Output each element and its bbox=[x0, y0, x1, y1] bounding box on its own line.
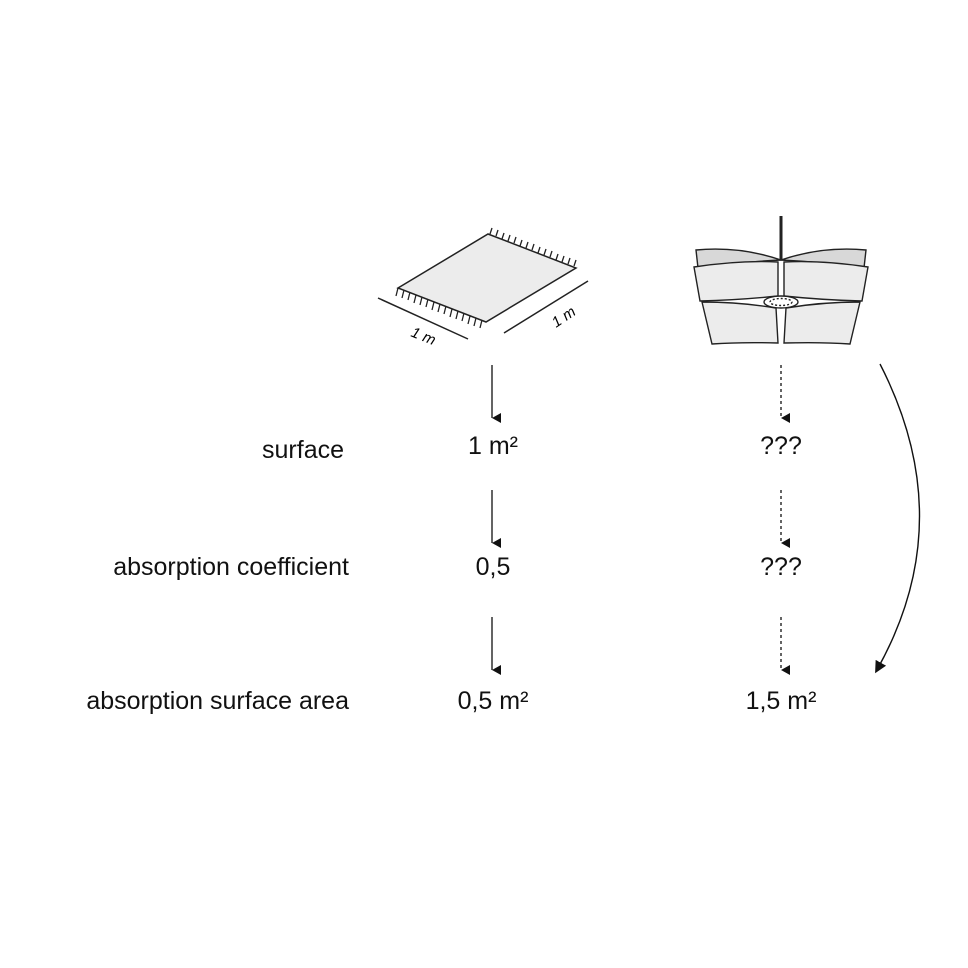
rug-surface-value: 1 m² bbox=[468, 432, 518, 460]
rug-dim-a: 1 m bbox=[409, 324, 439, 349]
rug-absorption-area-value: 0,5 m² bbox=[457, 687, 529, 715]
row-label-surface: surface bbox=[262, 436, 344, 464]
row-label-absorption-surface-area: absorption surface area bbox=[86, 687, 349, 715]
absorber-surface-value: ??? bbox=[760, 432, 802, 460]
rug-coefficient-value: 0,5 bbox=[475, 553, 511, 581]
rug-dim-b: 1 m bbox=[549, 303, 579, 331]
pendant-absorber-icon bbox=[693, 216, 869, 345]
rug-icon: 1 m 1 m bbox=[377, 227, 589, 349]
curved-arrow bbox=[875, 363, 921, 674]
row-label-absorption-coefficient: absorption coefficient bbox=[113, 553, 349, 581]
absorber-absorption-area-value: 1,5 m² bbox=[745, 687, 817, 715]
absorber-coefficient-value: ??? bbox=[760, 553, 802, 581]
